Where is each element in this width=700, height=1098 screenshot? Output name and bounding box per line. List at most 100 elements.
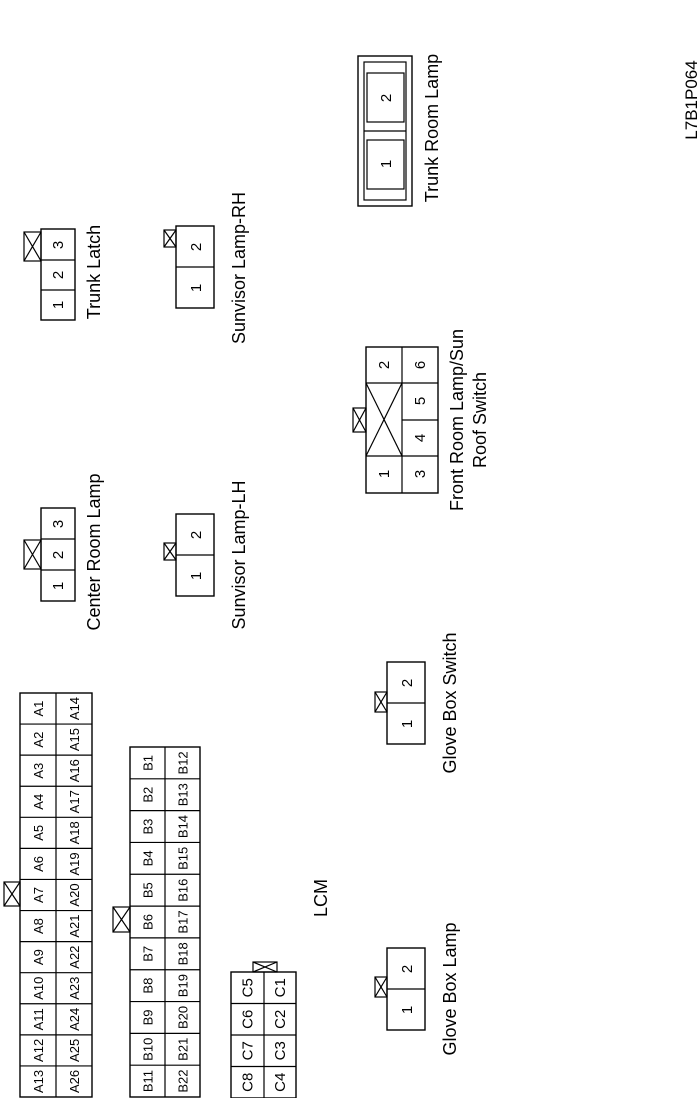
lcm-pin-b21: B21 (176, 1038, 191, 1061)
lcm-pin-a21: A21 (67, 915, 82, 938)
front-room-lamp-label-line2: Roof Switch (470, 372, 490, 468)
lcm-pin-a20: A20 (67, 883, 82, 906)
lcm-label: LCM (311, 879, 331, 917)
front-room-pin-1: 1 (376, 470, 393, 478)
lcm-pin-b13: B13 (176, 783, 191, 806)
front-room-lamp-connector: 1 2 3 4 5 6 Front Room Lamp/Sun Roof Swi… (352, 329, 490, 511)
lcm-pin-a10: A10 (31, 977, 46, 1000)
lcm-pin-b11: B11 (141, 1070, 156, 1092)
lcm-pin-a23: A23 (67, 977, 82, 1000)
lcm-pin-a11: A11 (31, 1008, 46, 1030)
center-room-pin-2: 2 (50, 551, 67, 559)
lcm-pin-b19: B19 (176, 974, 191, 997)
lcm-pin-b7: B7 (141, 946, 156, 962)
center-room-lamp-connector: 1 2 3 Center Room Lamp (23, 473, 104, 631)
front-room-lamp-label-line1: Front Room Lamp/Sun (447, 329, 467, 511)
center-room-pin-3: 3 (50, 520, 67, 528)
lcm-pin-a18: A18 (67, 821, 82, 844)
lcm-pin-a12: A12 (31, 1039, 46, 1062)
trunk-latch-pin-2: 2 (50, 271, 67, 279)
lcm-pin-b1: B1 (141, 755, 156, 771)
lcm-pin-b18: B18 (176, 942, 191, 965)
lcm-pin-c4: C4 (272, 1073, 289, 1092)
sunvisor-rh-pin-1: 1 (188, 284, 205, 292)
lcm-pin-a16: A16 (67, 759, 82, 782)
lcm-pin-b9: B9 (141, 1010, 156, 1026)
lcm-pin-b3: B3 (141, 819, 156, 835)
trunk-room-lamp-pin-2: 2 (378, 94, 395, 102)
lcm-pin-c6: C6 (240, 1010, 257, 1029)
lcm-pin-a24: A24 (67, 1008, 82, 1031)
lcm-pin-a9: A9 (31, 949, 46, 965)
lcm-pin-a17: A17 (67, 790, 82, 813)
lcm-pin-c2: C2 (272, 1010, 289, 1029)
lcm-pin-c5: C5 (240, 978, 257, 997)
sunvisor-lamp-rh-connector: 1 2 Sunvisor Lamp-RH (163, 192, 249, 344)
lcm-pin-b14: B14 (176, 815, 191, 838)
trunk-latch-pin-1: 1 (50, 301, 67, 309)
lcm-pin-b5: B5 (141, 882, 156, 898)
glove-box-lamp-pin-2: 2 (399, 965, 416, 973)
trunk-room-lamp-connector: 1 2 Trunk Room Lamp (357, 54, 442, 207)
lcm-pin-a15: A15 (67, 728, 82, 751)
front-room-pin-3: 3 (412, 470, 429, 478)
lcm-pin-a3: A3 (31, 763, 46, 779)
lcm-pin-b2: B2 (141, 787, 156, 803)
lcm-pin-a26: A26 (67, 1070, 82, 1093)
sunvisor-rh-pin-2: 2 (188, 243, 205, 251)
lcm-pin-a8: A8 (31, 918, 46, 934)
figure-id: L7B1P064 (682, 60, 700, 139)
lcm-pin-b15: B15 (176, 847, 191, 870)
lcm-pin-b16: B16 (176, 879, 191, 902)
lcm-pin-c1: C1 (272, 978, 289, 997)
lcm-pin-a1: A1 (31, 701, 46, 717)
lcm-pin-c3: C3 (272, 1041, 289, 1060)
lcm-pin-b22: B22 (176, 1070, 191, 1093)
glove-box-lamp-pin-1: 1 (399, 1006, 416, 1014)
lcm-pin-b10: B10 (141, 1038, 156, 1061)
sunvisor-lamp-lh-connector: 1 2 Sunvisor Lamp-LH (163, 480, 249, 630)
trunk-room-lamp-pin-1: 1 (378, 160, 395, 168)
lcm-pin-b8: B8 (141, 978, 156, 994)
lcm-pin-a22: A22 (67, 946, 82, 969)
lcm-pin-a13: A13 (31, 1070, 46, 1093)
center-room-pin-1: 1 (50, 582, 67, 590)
lcm-pin-b12: B12 (176, 751, 191, 774)
glove-box-switch-pin-1: 1 (399, 720, 416, 728)
sunvisor-lh-pin-1: 1 (188, 572, 205, 580)
lcm-pin-a19: A19 (67, 852, 82, 875)
lcm-pin-a4: A4 (31, 794, 46, 810)
glove-box-switch-connector: 1 2 Glove Box Switch (374, 632, 460, 774)
lcm-pin-a5: A5 (31, 825, 46, 841)
front-room-pin-5: 5 (412, 397, 429, 405)
glove-box-lamp-connector: 1 2 Glove Box Lamp (374, 922, 460, 1056)
trunk-latch-label: Trunk Latch (84, 225, 104, 319)
lcm-pin-a6: A6 (31, 856, 46, 872)
glove-box-switch-label: Glove Box Switch (440, 632, 460, 773)
glove-box-lamp-label: Glove Box Lamp (440, 922, 460, 1055)
lcm-pin-a7: A7 (31, 887, 46, 903)
glove-box-switch-pin-2: 2 (399, 679, 416, 687)
trunk-room-lamp-label: Trunk Room Lamp (422, 54, 442, 202)
lcm-pin-c7: C7 (240, 1041, 257, 1060)
lcm-pin-a14: A14 (67, 697, 82, 720)
lcm-pin-b20: B20 (176, 1006, 191, 1029)
front-room-pin-2: 2 (376, 361, 393, 369)
lcm-pin-b6: B6 (141, 914, 156, 930)
front-room-pin-4: 4 (412, 434, 429, 442)
trunk-latch-pin-3: 3 (50, 241, 67, 249)
lcm-pin-a25: A25 (67, 1039, 82, 1062)
lcm-pin-a2: A2 (31, 732, 46, 748)
lcm-pin-b17: B17 (176, 910, 191, 933)
sunvisor-lh-pin-2: 2 (188, 531, 205, 539)
lcm-pin-b4: B4 (141, 850, 156, 866)
trunk-latch-connector: 1 2 3 Trunk Latch (23, 225, 104, 321)
center-room-lamp-label: Center Room Lamp (84, 473, 104, 630)
sunvisor-lamp-lh-label: Sunvisor Lamp-LH (229, 480, 249, 629)
lcm-pin-c8: C8 (240, 1073, 257, 1092)
sunvisor-lamp-rh-label: Sunvisor Lamp-RH (229, 192, 249, 344)
